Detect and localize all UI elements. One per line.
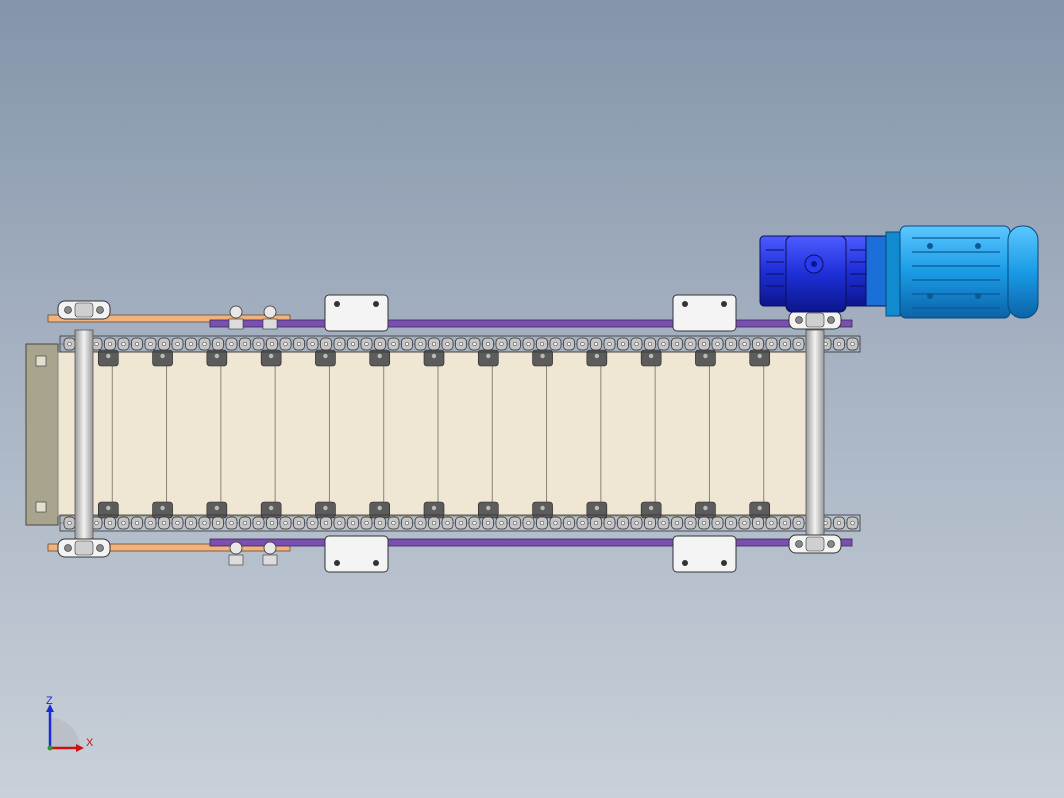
rail-top-purple	[209, 319, 853, 328]
rail-top-orange	[47, 314, 291, 323]
mounting-brackets	[228, 294, 737, 573]
chains	[59, 335, 861, 532]
belt-slats	[111, 352, 765, 516]
bolt	[229, 541, 243, 555]
bearings	[57, 300, 842, 558]
bearing-unit	[788, 534, 842, 554]
rail-bottom-purple	[209, 538, 853, 547]
bearing-unit	[788, 310, 842, 330]
motor-gearbox-icon	[759, 225, 1039, 319]
bolt	[229, 305, 243, 319]
side-rails	[47, 314, 853, 552]
bearing-unit	[57, 300, 111, 320]
mounting-bracket	[672, 535, 737, 573]
drive-shaft	[805, 329, 825, 541]
bolt	[263, 305, 277, 319]
tail-end-plate	[25, 343, 59, 526]
x-axis-label: X	[86, 737, 94, 749]
belt-cleats	[97, 349, 771, 519]
mounting-bracket	[672, 294, 737, 332]
tail-shaft	[74, 329, 94, 541]
mounting-bracket	[324, 294, 389, 332]
mounting-bracket	[324, 535, 389, 573]
bolt	[263, 541, 277, 555]
bearing-unit	[57, 538, 111, 558]
axis-triad: Z X	[46, 696, 94, 752]
z-axis-label: Z	[46, 696, 53, 707]
rail-bottom-orange	[47, 543, 291, 552]
